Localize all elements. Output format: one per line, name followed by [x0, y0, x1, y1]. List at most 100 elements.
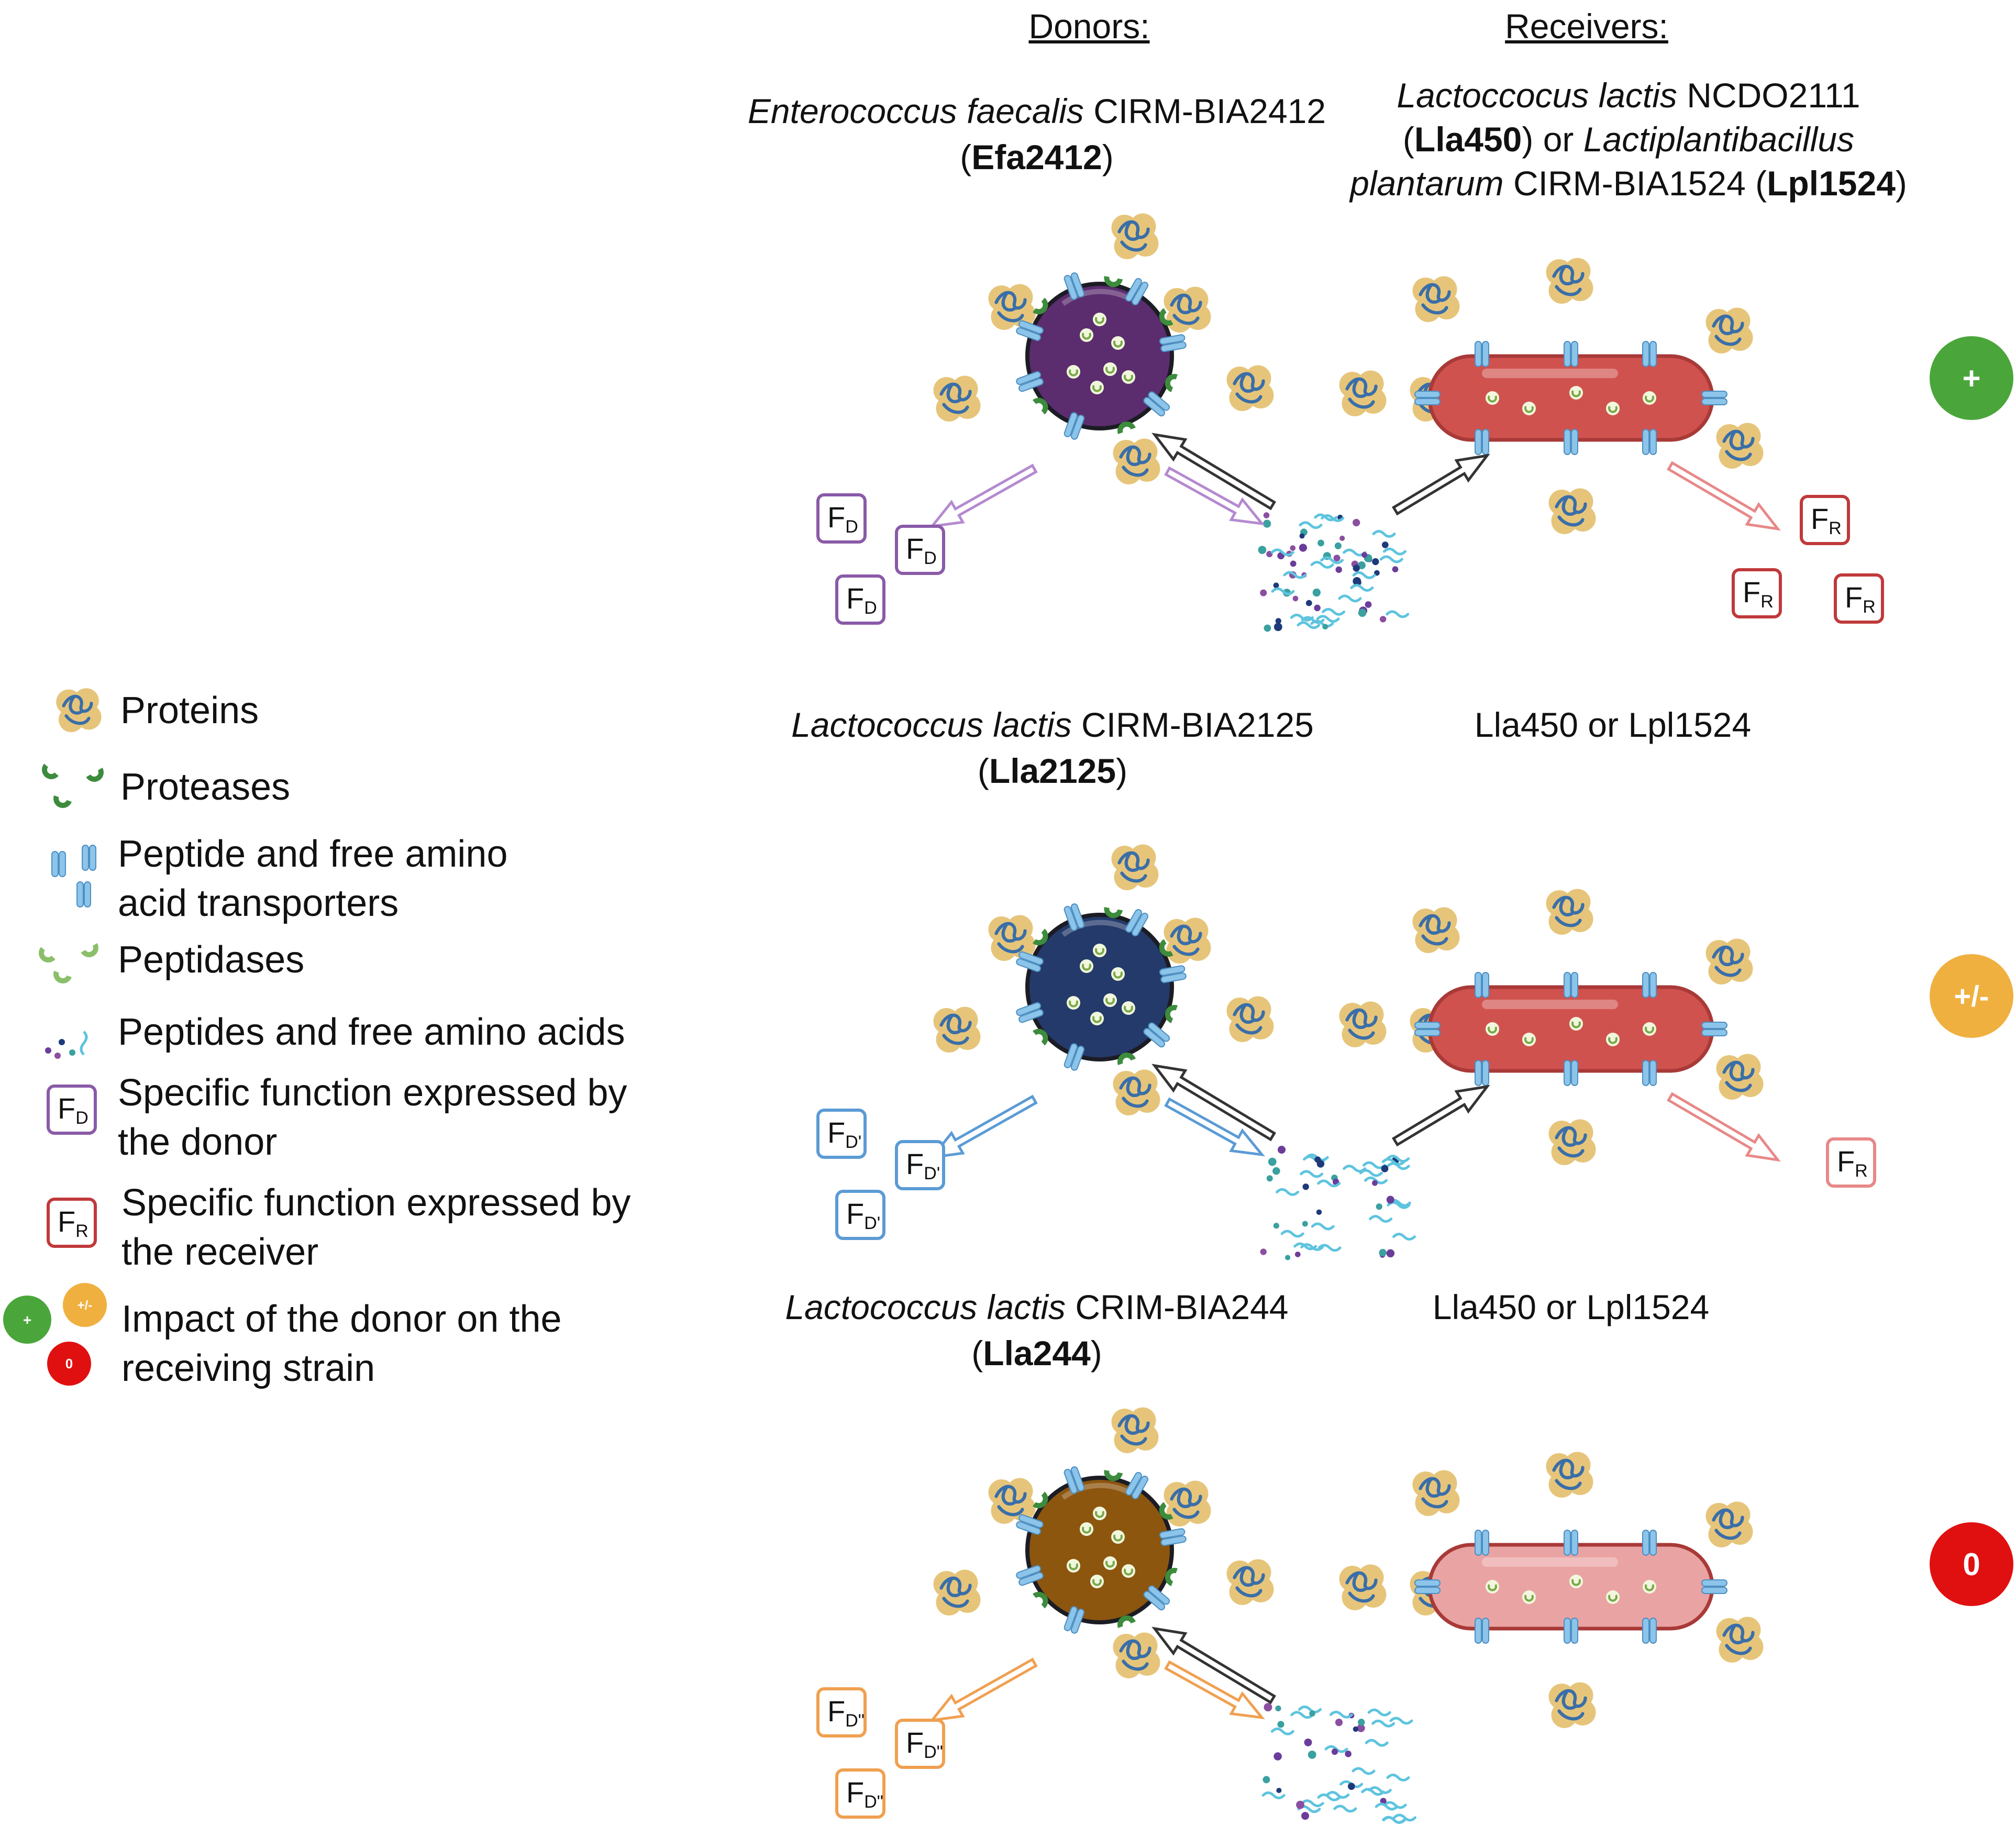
transporter-icon [1642, 1530, 1657, 1556]
protease-icon [1104, 276, 1123, 287]
protein-icon [1164, 1481, 1211, 1527]
legend-impact-label-2: receiving strain [121, 1347, 375, 1389]
transporter-icon [1016, 1514, 1044, 1535]
peptidase-icon [1111, 967, 1125, 981]
protease-icon [1032, 297, 1048, 315]
transporter-icon [1159, 334, 1187, 352]
arrow-receiver-to-functions-row1 [1667, 461, 1781, 531]
protease-icon [1117, 1615, 1136, 1628]
peptidase-icon [1643, 1580, 1656, 1593]
protein-icon [1113, 1070, 1160, 1116]
peptidase-icon [1122, 1001, 1135, 1015]
transporter-icon [1064, 412, 1085, 440]
arrow-donor-to-functions-row3 [929, 1657, 1038, 1722]
legend-receiver-function-label-1: Specific function expressed by [121, 1182, 631, 1224]
protein-icon [1164, 287, 1211, 333]
transporter-icon [51, 851, 66, 877]
protease-icon [42, 763, 59, 779]
donor-cell-row2 [1016, 903, 1187, 1071]
legend-transporters-label-1: Peptide and free amino [118, 833, 508, 875]
peptidase-icon [1486, 391, 1499, 405]
protease-icon [1032, 1491, 1048, 1509]
donor-function-box-row2-2: FD' [895, 1140, 945, 1190]
svg-text:+/-: +/- [1954, 980, 1989, 1013]
protein-icon [1413, 908, 1460, 954]
arrow-receiver-to-functions-row2 [1667, 1092, 1781, 1162]
protease-icon [1104, 907, 1123, 918]
transporter-icon [1701, 1022, 1727, 1036]
legend-donor-function-icon: FD [47, 1085, 97, 1135]
transporter-icon [1414, 1022, 1441, 1036]
protease-icon [1159, 1502, 1173, 1520]
protein-icon [1339, 1565, 1387, 1611]
peptidase-icon [1122, 1564, 1135, 1578]
donor-function-box-row1-3: FD [835, 574, 885, 625]
transporter-icon [1143, 1585, 1170, 1611]
peptidase-icon [1090, 1575, 1104, 1588]
protein-icon [1413, 276, 1460, 323]
svg-text:FD: FD [846, 582, 877, 618]
peptidase-icon [1569, 1017, 1583, 1031]
peptidase-icon [1103, 362, 1117, 376]
protein-icon [1227, 1559, 1274, 1606]
legend-peptides-label: Peptides and free amino acids [118, 1011, 625, 1053]
protein-icon [1112, 1408, 1159, 1454]
peptidase-icon [1093, 313, 1106, 326]
legend-receiver-function-label-2: the receiver [121, 1231, 319, 1273]
protease-icon [53, 970, 72, 983]
arrow-donor-to-functions-row1 [929, 463, 1038, 528]
transporter-icon [1064, 1043, 1085, 1071]
transporter-icon [1701, 391, 1727, 405]
protease-icon [1104, 1470, 1123, 1481]
impact-indicator-row2: +/- [1930, 954, 2013, 1038]
peptidase-icon [1522, 1033, 1536, 1046]
protease-icon [53, 795, 72, 808]
protease-icon [1032, 1591, 1048, 1609]
protease-icon [1165, 374, 1178, 392]
protease-icon [39, 947, 56, 962]
protease-icon [1032, 928, 1048, 946]
protein-icon [1112, 845, 1159, 891]
legend-impact-positive-icon: + [3, 1296, 51, 1344]
protein-icon [1716, 423, 1764, 469]
peptidase-icon [1080, 328, 1093, 342]
peptides-cloud [1261, 1703, 1417, 1824]
protease-icon [1159, 308, 1173, 326]
arrow-peptides-to-donor-row2 [1151, 1064, 1277, 1142]
transporter-icon [1642, 972, 1657, 998]
protein-icon [1339, 371, 1387, 417]
transporter-icon [1475, 1618, 1489, 1644]
receiver-label-row1-line1: Lactoccocus lactis NCDO2111 [1397, 76, 1860, 115]
svg-text:FR: FR [1837, 1145, 1868, 1181]
transporter-icon [82, 845, 96, 871]
transporter-icon [1475, 1060, 1489, 1086]
transporter-icon [1016, 371, 1044, 392]
transporter-icon [1064, 903, 1085, 931]
peptidase-icon [1067, 365, 1080, 379]
transporter-icon [1159, 965, 1187, 983]
transporter-icon [76, 881, 91, 908]
legend-donor-function-label-1: Specific function expressed by [118, 1072, 627, 1114]
peptidase-icon [1080, 1522, 1093, 1536]
protein-icon [1227, 366, 1274, 412]
donor-function-box-row3-3: FD" [835, 1768, 885, 1819]
protein-icon [1706, 939, 1753, 985]
protein-icon [934, 1570, 981, 1616]
peptides-cloud [1258, 512, 1410, 632]
arrow-donor-to-peptides-row2 [1164, 1097, 1265, 1157]
transporter-icon [1564, 429, 1578, 455]
transporter-icon [1159, 1528, 1187, 1546]
arrow-donor-to-peptides-row3 [1164, 1660, 1265, 1720]
arrow-peptides-to-donor-row1 [1151, 433, 1277, 511]
receiver-function-box-row1-3: FR [1834, 573, 1884, 624]
peptides-cloud [1260, 1145, 1416, 1260]
protein-icon [1339, 1002, 1387, 1048]
protein-icon [1546, 1452, 1593, 1498]
protein-icon [1716, 1054, 1764, 1100]
protease-icon [86, 768, 104, 782]
receiver-label-row1-line3: plantarum CIRM-BIA1524 (Lpl1524) [1350, 164, 1907, 203]
protein-icon [56, 688, 101, 732]
peptidase-icon [1103, 1556, 1117, 1570]
svg-text:FD': FD' [827, 1116, 861, 1152]
